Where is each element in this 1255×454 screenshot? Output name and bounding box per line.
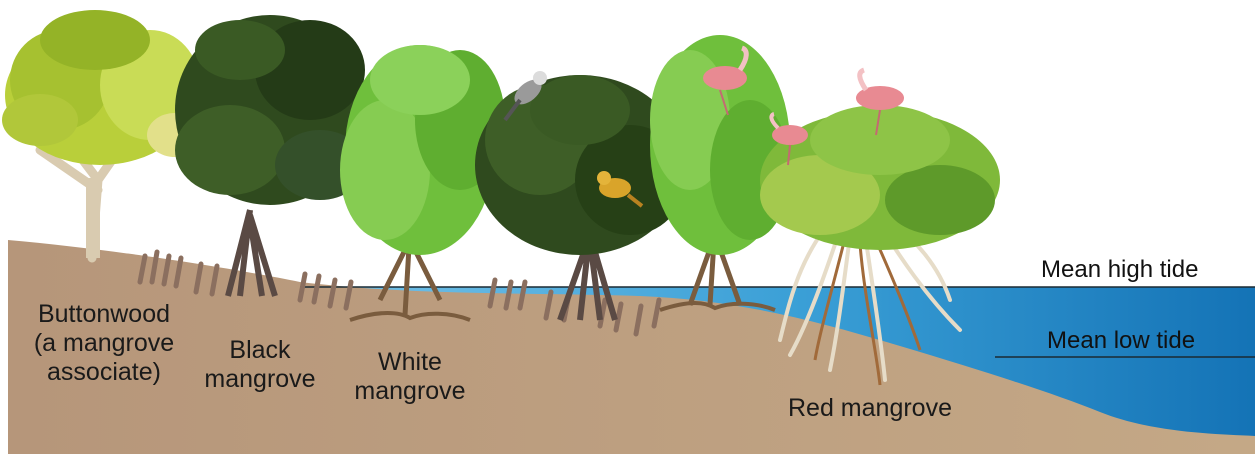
- label-black-line1: Black: [195, 336, 325, 365]
- label-white-line1: White: [345, 348, 475, 377]
- label-buttonwood-line1: Buttonwood: [14, 300, 194, 329]
- label-white-mangrove: White mangrove: [345, 348, 475, 406]
- label-mean-low-tide: Mean low tide: [1047, 327, 1195, 355]
- label-black-line2: mangrove: [195, 365, 325, 394]
- label-mean-high-tide: Mean high tide: [1041, 256, 1198, 284]
- black-mangrove-tree: [175, 15, 365, 296]
- label-buttonwood: Buttonwood (a mangrove associate): [14, 300, 194, 387]
- label-red-line1: Red mangrove: [770, 394, 970, 423]
- label-buttonwood-line3: associate): [14, 358, 194, 387]
- label-red-mangrove: Red mangrove: [770, 394, 970, 423]
- label-black-mangrove: Black mangrove: [195, 336, 325, 394]
- label-buttonwood-line2: (a mangrove: [14, 329, 194, 358]
- label-white-line2: mangrove: [345, 377, 475, 406]
- buttonwood-tree: [2, 10, 203, 258]
